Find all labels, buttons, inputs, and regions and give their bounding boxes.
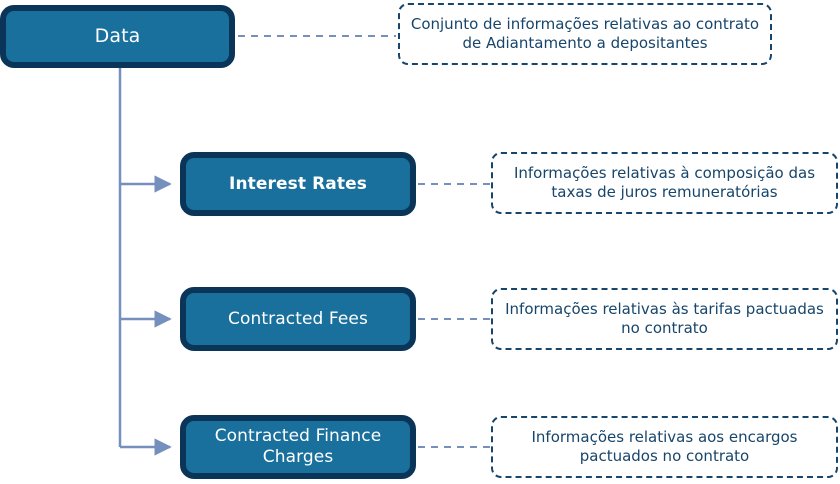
- note-contracted-finance-charges-text: Informações relativas aos encargos pactu…: [531, 427, 798, 465]
- node-contracted-fees-label: Contracted Fees: [228, 308, 368, 329]
- note-interest-rates-text: Informações relativas à composição das t…: [513, 163, 816, 201]
- node-interest-rates[interactable]: Interest Rates: [180, 152, 416, 216]
- note-interest-rates: Informações relativas à composição das t…: [491, 152, 838, 214]
- node-interest-rates-label: Interest Rates: [229, 173, 367, 194]
- note-contracted-finance-charges: Informações relativas aos encargos pactu…: [491, 416, 838, 478]
- note-data: Conjunto de informações relativas ao con…: [398, 3, 772, 65]
- note-data-text: Conjunto de informações relativas ao con…: [410, 14, 760, 52]
- node-data[interactable]: Data: [0, 5, 235, 68]
- note-contracted-fees-text: Informações relativas às tarifas pactuad…: [505, 299, 824, 337]
- node-contracted-finance-charges-label: Contracted Finance Charges: [214, 426, 382, 467]
- node-contracted-finance-charges[interactable]: Contracted Finance Charges: [180, 415, 416, 479]
- node-contracted-fees[interactable]: Contracted Fees: [180, 287, 416, 351]
- note-contracted-fees: Informações relativas às tarifas pactuad…: [491, 288, 838, 350]
- node-data-label: Data: [94, 24, 141, 47]
